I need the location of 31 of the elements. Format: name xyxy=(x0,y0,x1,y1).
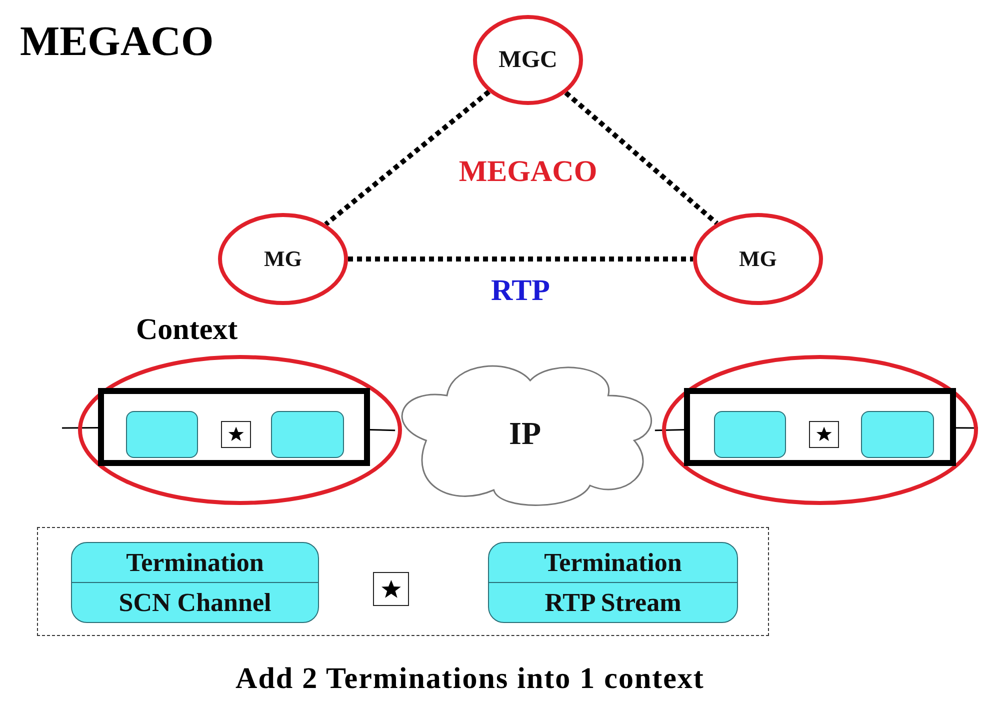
termination-box xyxy=(271,411,344,458)
diagram-title: MEGACO xyxy=(20,18,214,66)
context-label: Context xyxy=(136,313,238,347)
node-label: MG xyxy=(739,246,777,272)
node-label: IP xyxy=(509,414,541,452)
context-box xyxy=(684,388,956,466)
dotted-line xyxy=(324,90,491,226)
termination-box xyxy=(714,411,786,458)
termination-box xyxy=(488,542,738,623)
node-label: RTP Stream xyxy=(544,588,682,618)
dotted-line xyxy=(348,256,693,262)
dotted-line xyxy=(564,90,718,226)
termination-box xyxy=(126,411,198,458)
node-label: MGC xyxy=(498,46,558,74)
termination-box xyxy=(71,542,319,623)
legend-box xyxy=(37,527,769,636)
context-box xyxy=(98,388,370,466)
node-label: Termination xyxy=(126,548,264,578)
protocol-label: MEGACO xyxy=(458,155,598,189)
connector-line xyxy=(370,429,396,432)
edge-label: RTP xyxy=(491,274,550,308)
gateway-circle xyxy=(218,213,348,305)
context-ellipse xyxy=(662,355,978,505)
node-label: MG xyxy=(264,246,302,272)
diagram-caption: Add 2 Terminations into 1 context xyxy=(234,662,706,696)
termination-box xyxy=(861,411,934,458)
node-label: SCN Channel xyxy=(118,588,272,618)
gateway-circle xyxy=(693,213,823,305)
connector-line xyxy=(62,427,98,429)
node-label: Termination xyxy=(544,548,682,578)
gateway-circle xyxy=(473,15,583,105)
